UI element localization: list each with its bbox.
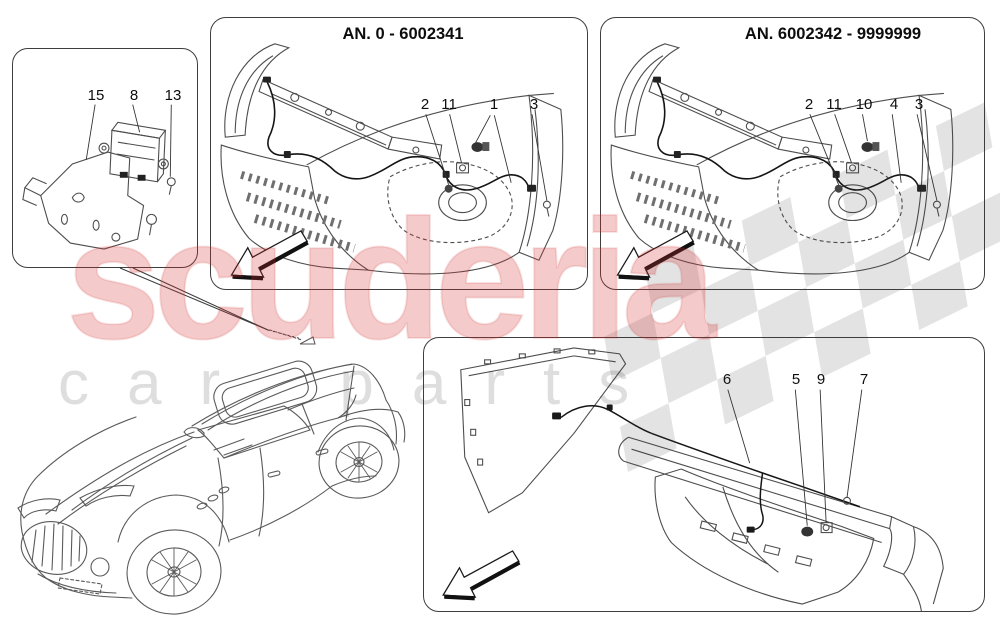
- panel-front-bumper-early: AN. 0 - 6002341: [210, 17, 588, 290]
- callout-8[interactable]: 8: [129, 87, 139, 104]
- front-bumper-drawing-early: [220, 43, 564, 281]
- callout-10[interactable]: 10: [855, 96, 873, 113]
- callout-11[interactable]: 11: [441, 96, 457, 113]
- vehicle-drawing: [17, 329, 406, 615]
- callout-7[interactable]: 7: [859, 371, 869, 388]
- panel-control-module: 15 8 13: [12, 48, 198, 268]
- callout-4[interactable]: 4: [889, 96, 899, 113]
- callout-5[interactable]: 5: [791, 371, 801, 388]
- bracket-ecu-drawing: [22, 104, 176, 250]
- front-bumper-drawing-late: [610, 43, 954, 281]
- panel-front-bumper-late: AN. 6002342 - 9999999: [600, 17, 985, 290]
- range-title-early: AN. 0 - 6002341: [342, 25, 464, 43]
- rear-bumper-drawing: [442, 347, 944, 611]
- callout-6[interactable]: 6: [722, 371, 732, 388]
- callout-2[interactable]: 2: [420, 96, 430, 113]
- callout-15[interactable]: 15: [87, 87, 105, 104]
- callout-2[interactable]: 2: [804, 96, 814, 113]
- range-title-late: AN. 6002342 - 9999999: [744, 25, 922, 43]
- callout-3[interactable]: 3: [914, 96, 924, 113]
- callout-3[interactable]: 3: [529, 96, 539, 113]
- callout-9[interactable]: 9: [816, 371, 826, 388]
- callout-11[interactable]: 11: [826, 96, 842, 113]
- callout-13[interactable]: 13: [164, 87, 182, 104]
- panel-rear-bumper: 6 5 9 7: [423, 337, 985, 612]
- callout-1[interactable]: 1: [489, 96, 499, 113]
